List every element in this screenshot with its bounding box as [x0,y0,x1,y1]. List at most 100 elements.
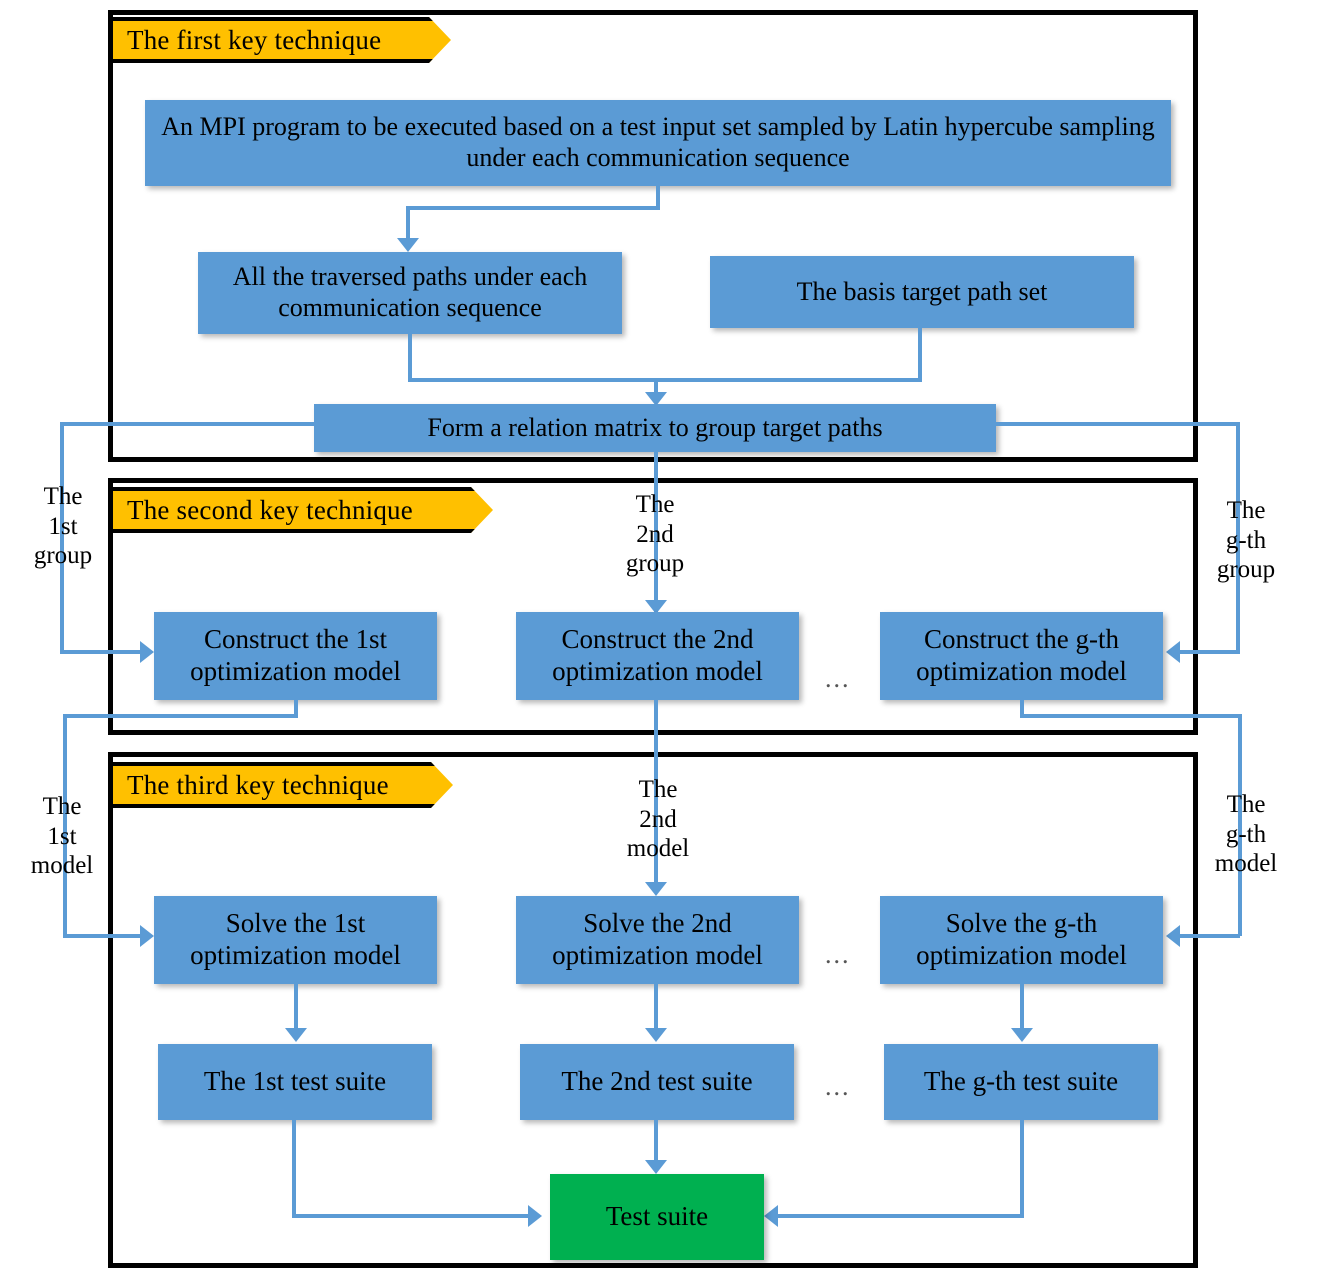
edge-solve2-to-suite2-v [654,984,658,1032]
node-solve-1st-label: Solve the 1st optimization model [190,908,401,970]
node-basis-target-path-set: The basis target path set [710,256,1134,328]
edge-paths-to-matrix-v [408,334,412,382]
node-mpi-program-label: An MPI program to be executed based on a… [161,112,1155,172]
section-frame-third [108,752,1198,1268]
node-suite-1st: The 1st test suite [158,1044,432,1120]
edge-suite1-to-final-v [292,1120,296,1216]
edge-label-1st-group: The 1st group [20,482,106,571]
edge-solveg-to-suiteg-v [1020,984,1024,1032]
edge-suiteg-to-final-v [1020,1120,1024,1216]
edge-label-gth-model: The g-th model [1196,790,1296,879]
arrowhead-merge-to-matrix [645,392,667,406]
edge-label-2nd-group-l1: The [635,491,675,518]
node-suite-2nd-label: The 2nd test suite [561,1066,753,1097]
arrowhead-suite2-to-final [645,1160,667,1174]
node-solve-gth-label: Solve the g-th optimization model [916,908,1127,970]
edge-label-2nd-model: The 2nd model [612,775,704,864]
edge-label-2nd-model-l3: model [626,835,690,862]
banner-second-key-technique: The second key technique [113,487,493,533]
section-frame-first [108,10,1198,462]
edge-label-gth-group: The g-th group [1198,496,1294,585]
edge-cg-to-sg-h1 [1020,714,1242,718]
arrowhead-solve1-to-suite1 [285,1028,307,1042]
node-solve-2nd: Solve the 2nd optimization model [516,896,799,984]
arrowhead-mpi-to-paths [397,238,419,252]
banner-first-label: The first key technique [127,24,382,55]
edge-merge-to-matrix-v2 [654,378,658,396]
edge-c1-to-s1-v1 [63,714,67,936]
edge-label-1st-group-l1: The [43,483,83,510]
edge-label-gth-group-l1: The [1226,497,1266,524]
node-suite-gth: The g-th test suite [884,1044,1158,1120]
arrowhead-suite1-to-final [528,1205,542,1227]
edge-matrix-right-v [1236,422,1240,652]
arrowhead-into-solve-2nd [645,882,667,896]
ellipsis-construct-row: ... [825,664,851,693]
node-construct-1st-label: Construct the 1st optimization model [190,624,401,686]
edge-label-gth-group-l2: g-th [1225,526,1267,554]
edge-suiteg-to-final-h [778,1214,1024,1218]
edge-matrix-left-h [60,422,318,426]
edge-cg-to-sg-v0 [1020,700,1024,718]
node-traversed-paths: All the traversed paths under each commu… [198,252,622,334]
edge-label-1st-group-l2: 1st [48,512,78,540]
arrowhead-right-into-construct [1166,641,1180,663]
banner-second-label: The second key technique [127,494,413,525]
edge-label-gth-group-l3: group [1216,556,1276,583]
node-relation-matrix: Form a relation matrix to group target p… [314,404,996,452]
arrowhead-suiteg-to-final [764,1205,778,1227]
edge-merge-to-matrix-h [408,378,922,382]
node-suite-gth-label: The g-th test suite [923,1066,1119,1097]
edge-label-2nd-model-l2: 2nd [639,805,677,833]
banner-third-label: The third key technique [127,769,389,800]
edge-cg-to-sg-h2 [1180,934,1240,938]
edge-matrix-right-h [992,422,1240,426]
edge-label-1st-model-l1: The [42,793,82,820]
node-construct-gth: Construct the g-th optimization model [880,612,1163,700]
edge-matrix-left-v [60,422,64,652]
ellipsis-suite-row: ... [825,1072,851,1101]
node-suite-1st-label: The 1st test suite [203,1066,387,1097]
arrowhead-solve2-to-suite2 [645,1028,667,1042]
node-suite-2nd: The 2nd test suite [520,1044,794,1120]
edge-label-2nd-group: The 2nd group [612,490,698,579]
edge-suite1-to-final-h [292,1214,536,1218]
arrowhead-into-solve-1st [140,925,154,947]
edge-label-gth-model-l2: g-th [1225,820,1267,848]
edge-c1-to-s1-h1 [63,714,298,718]
node-relation-matrix-label: Form a relation matrix to group target p… [427,412,883,442]
edge-matrix-mid-v [654,452,658,612]
ellipsis-solve-row: ... [825,940,851,969]
edge-mpi-to-paths-v1 [656,186,660,210]
edge-label-1st-model-l3: model [30,852,94,879]
edge-label-2nd-group-l2: 2nd [636,520,674,548]
edge-label-gth-model-l3: model [1214,850,1278,877]
node-solve-2nd-label: Solve the 2nd optimization model [552,908,763,970]
section-frame-second [108,478,1198,735]
node-construct-1st: Construct the 1st optimization model [154,612,437,700]
edge-label-gth-model-l1: The [1226,791,1266,818]
edge-label-1st-model: The 1st model [16,792,108,881]
node-solve-gth: Solve the g-th optimization model [880,896,1163,984]
edge-cg-to-sg-v1 [1238,714,1242,936]
edge-left-into-construct-h [60,650,148,654]
node-final-test-suite: Test suite [550,1174,764,1260]
edge-solve1-to-suite1-v [294,984,298,1032]
edge-mpi-to-paths-h [406,206,660,210]
node-mpi-program: An MPI program to be executed based on a… [145,100,1171,186]
edge-suite2-to-final-v [654,1120,658,1164]
arrowhead-mid-into-construct [645,600,667,614]
arrowhead-into-solve-gth [1166,925,1180,947]
arrowhead-left-into-construct [140,641,154,663]
edge-mpi-to-paths-v2 [406,206,410,240]
edge-right-into-construct-h [1180,650,1240,654]
edge-label-2nd-group-l3: group [625,550,685,577]
node-final-test-suite-label: Test suite [605,1201,709,1232]
banner-first-key-technique: The first key technique [113,17,451,63]
banner-third-key-technique: The third key technique [113,762,453,808]
edge-label-1st-model-l2: 1st [47,822,77,850]
edge-label-2nd-model-l1: The [638,776,678,803]
edge-c2-to-s2-v [654,700,658,892]
arrowhead-solveg-to-suiteg [1011,1028,1033,1042]
